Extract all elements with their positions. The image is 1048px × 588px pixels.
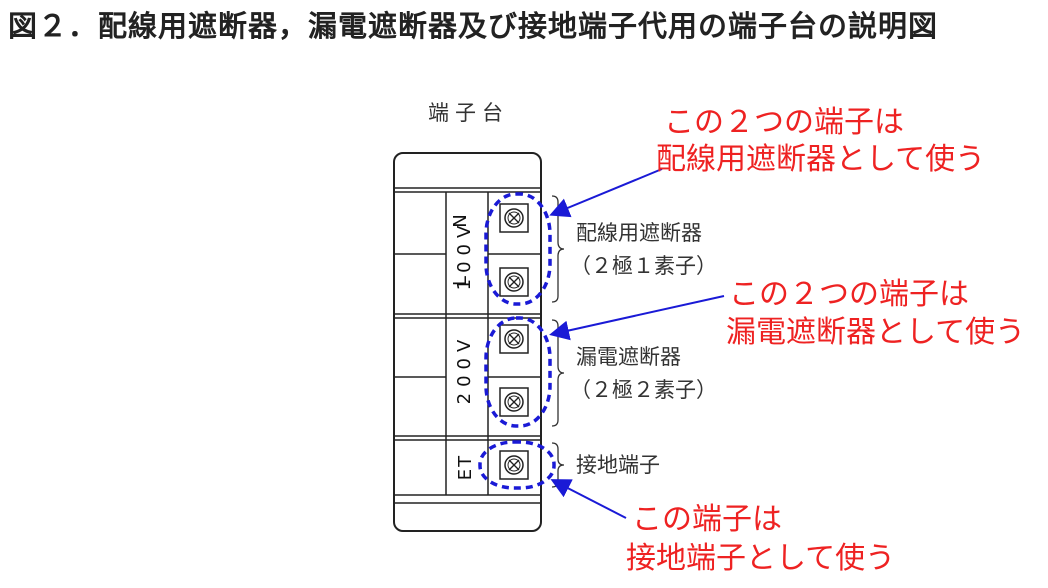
group-name-elcb: 漏電遮断器 bbox=[576, 345, 681, 369]
screw-terminal bbox=[499, 450, 529, 480]
terminal-label-n: N bbox=[450, 214, 471, 228]
screw-terminal bbox=[499, 203, 529, 233]
screw-terminal bbox=[499, 387, 529, 417]
terminal-block-label: 端子台 bbox=[428, 101, 509, 125]
terminal-label-l: L bbox=[450, 275, 471, 287]
highlight-ellipse bbox=[478, 440, 556, 490]
highlight-ellipse bbox=[484, 192, 552, 306]
page-title: 図２．配線用遮断器，漏電遮断器及び接地端子代用の端子台の説明図 bbox=[8, 9, 939, 43]
callout-mccb-line1: この２つの端子は bbox=[664, 105, 904, 140]
callout-pointer bbox=[549, 295, 725, 341]
screw-terminal bbox=[499, 324, 529, 354]
callout-elcb-line2: 漏電遮断器として使う bbox=[726, 315, 1026, 350]
callout-mccb-line2: 配線用遮断器として使う bbox=[656, 142, 986, 177]
callout-pointer bbox=[550, 479, 627, 519]
callout-elcb-line1: この２つの端子は bbox=[729, 277, 969, 312]
group-name-ground: 接地端子 bbox=[576, 453, 660, 477]
callout-ground-line1: この端子は bbox=[632, 502, 782, 537]
group-spec-elcb: （２極２素子） bbox=[570, 378, 717, 402]
callout-pointer bbox=[549, 168, 663, 218]
callout-ground-line2: 接地端子として使う bbox=[626, 541, 896, 576]
group-name-mccb: 配線用遮断器 bbox=[576, 221, 702, 245]
group-bracket bbox=[551, 319, 565, 427]
group-spec-mccb: （２極１素子） bbox=[570, 254, 717, 278]
voltage-label-200v: 200V bbox=[454, 333, 475, 405]
screw-terminal bbox=[499, 267, 529, 297]
highlight-ellipse bbox=[484, 316, 552, 428]
voltage-label-et: ET bbox=[455, 453, 476, 481]
